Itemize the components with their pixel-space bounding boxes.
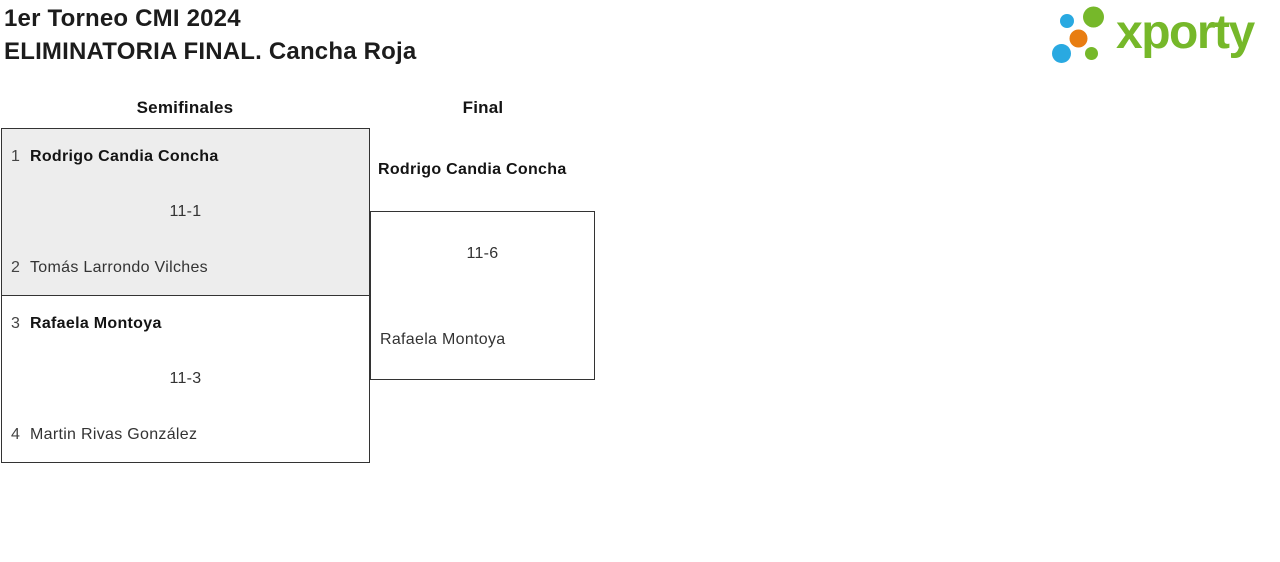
player-name: Rafaela Montoya xyxy=(380,331,506,348)
player-row: 3 Rafaela Montoya xyxy=(11,314,361,334)
match-score: 11-3 xyxy=(169,370,202,387)
round-header-final: Final xyxy=(462,98,504,117)
player-seed: 1 xyxy=(11,148,21,165)
player-name: Rafaela Montoya xyxy=(30,315,162,332)
final-player1-name: Rodrigo Candia Concha xyxy=(378,161,567,178)
match-score: 11-1 xyxy=(169,203,202,220)
player-name: Martin Rivas González xyxy=(30,426,198,443)
round-header-semifinales: Semifinales xyxy=(136,98,234,117)
tournament-subtitle: ELIMINATORIA FINAL. Cancha Roja xyxy=(4,38,417,65)
player-seed: 4 xyxy=(11,426,21,443)
player-row: 4 Martin Rivas González xyxy=(11,425,361,445)
match-box-semifinal-2[interactable]: 3 Rafaela Montoya 11-3 4 Martin Rivas Go… xyxy=(1,295,370,463)
player-row: 1 Rodrigo Candia Concha xyxy=(11,147,361,167)
player-row: 2 Tomás Larrondo Vilches xyxy=(11,258,361,278)
match-score: 11-6 xyxy=(466,245,499,262)
match-box-semifinal-1[interactable]: 1 Rodrigo Candia Concha 11-1 2 Tomás Lar… xyxy=(1,128,370,296)
player-row: Rafaela Montoya xyxy=(380,330,586,350)
page-title-block: 1er Torneo CMI 2024 ELIMINATORIA FINAL. … xyxy=(4,2,416,68)
xporty-logo[interactable]: xporty xyxy=(1048,0,1280,70)
player-name: Tomás Larrondo Vilches xyxy=(30,259,208,276)
xporty-wordmark: xporty xyxy=(1116,6,1255,59)
match-box-final[interactable]: 11-6 Rafaela Montoya xyxy=(370,211,595,380)
player-seed: 3 xyxy=(11,315,21,332)
xporty-logo-dots-icon xyxy=(1052,6,1104,63)
player-name: Rodrigo Candia Concha xyxy=(30,148,219,165)
player-seed: 2 xyxy=(11,259,21,276)
tournament-title: 1er Torneo CMI 2024 xyxy=(4,5,241,32)
